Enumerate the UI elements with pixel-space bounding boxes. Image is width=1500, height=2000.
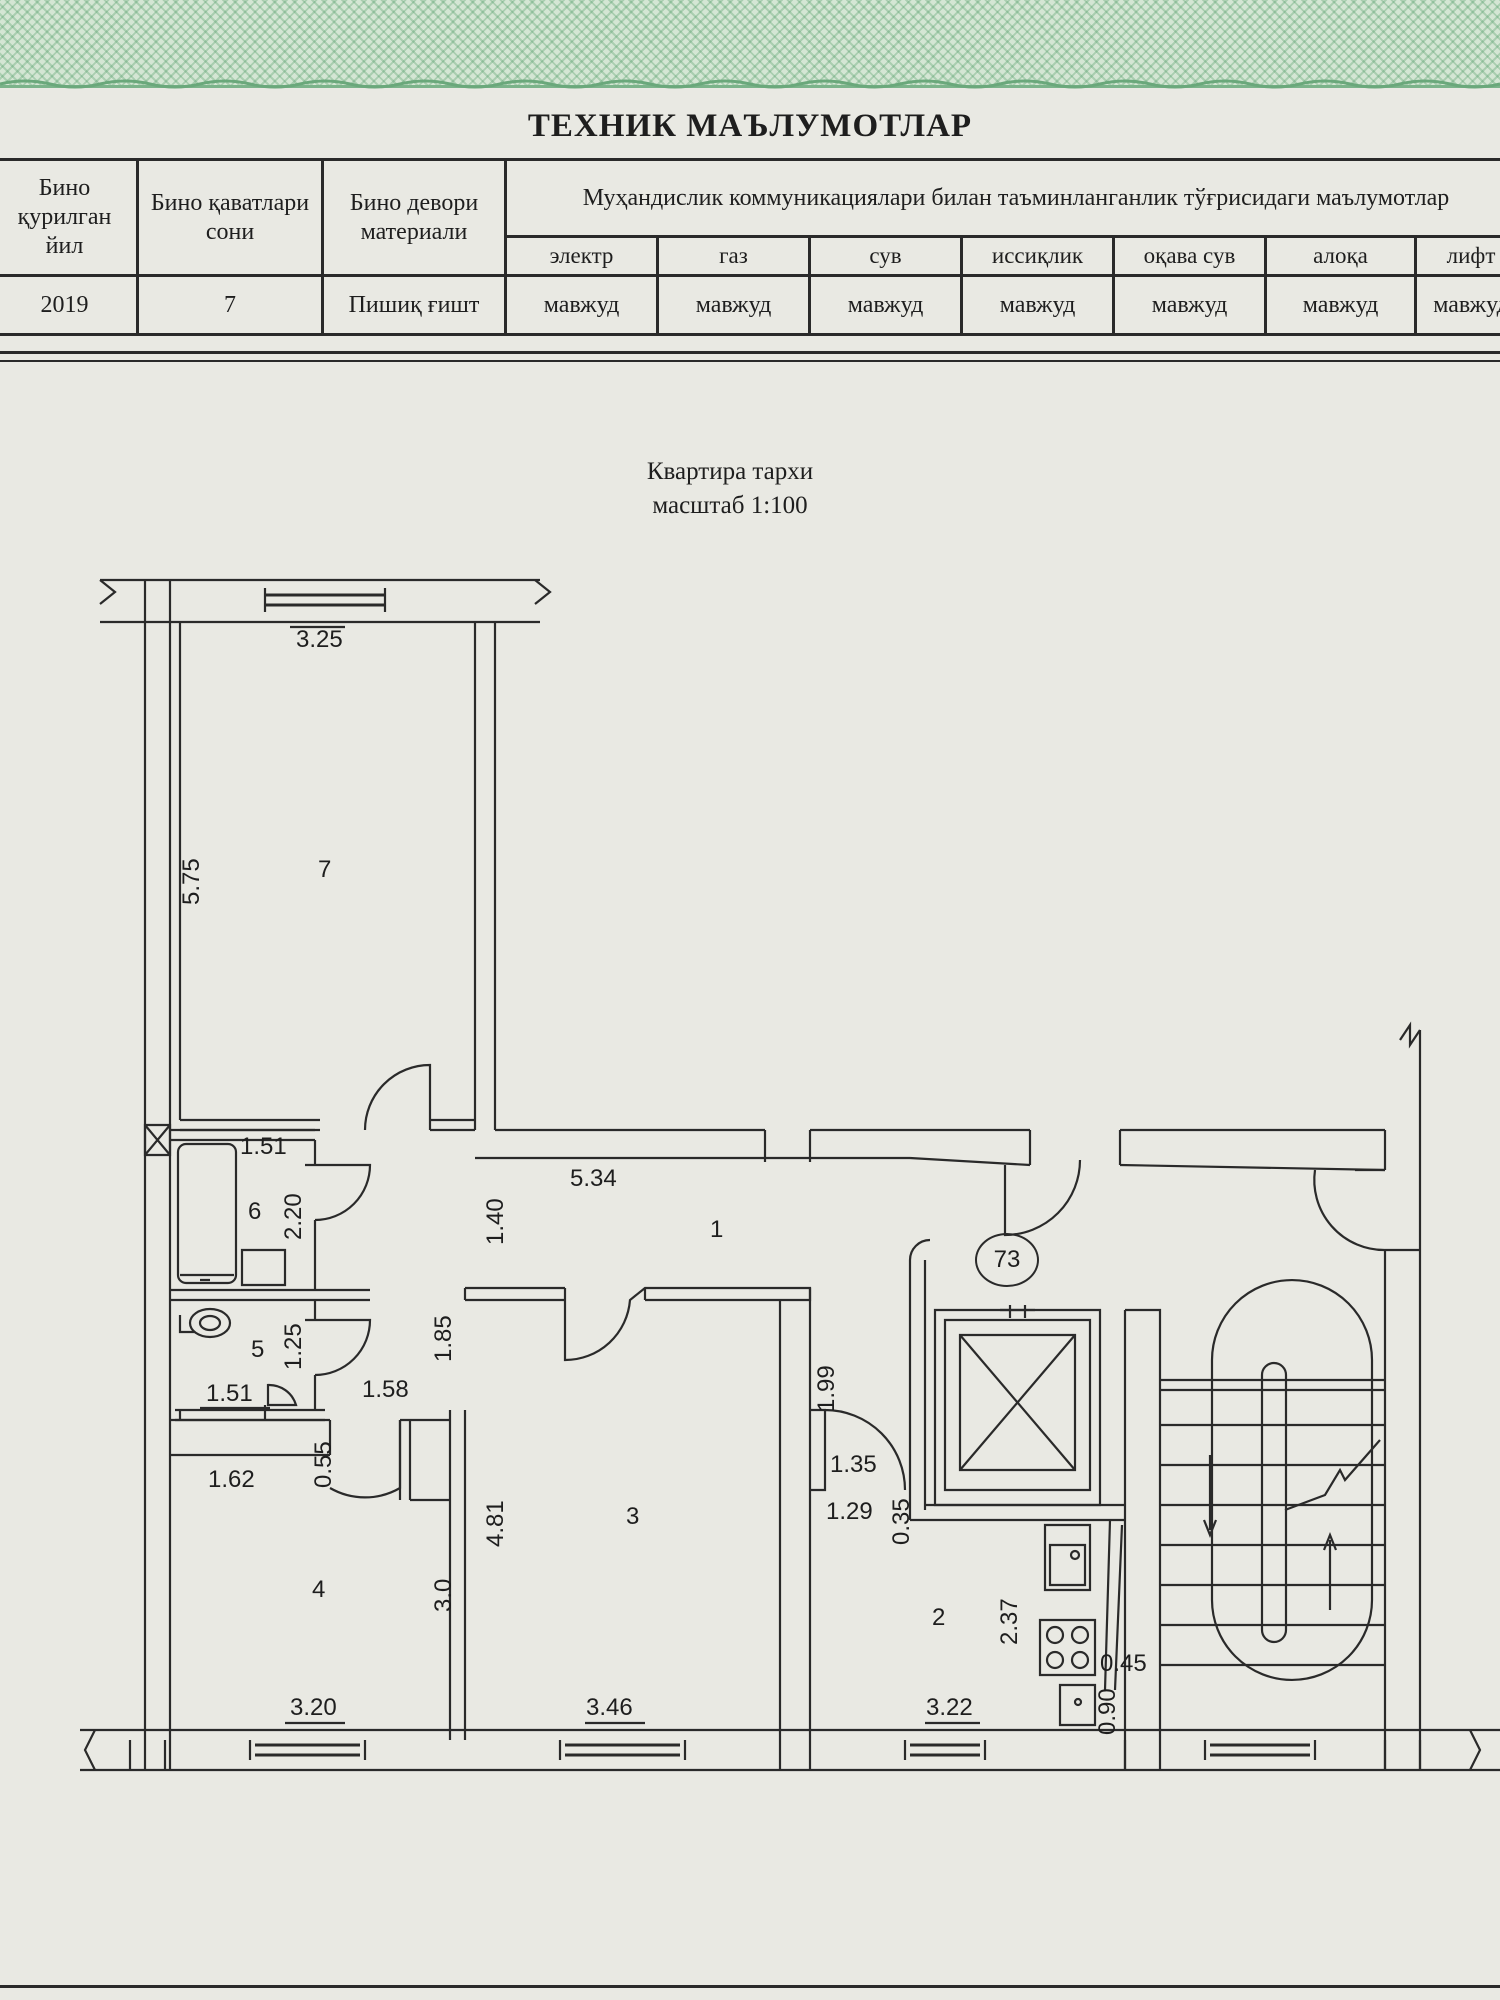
sub-telecom: алоқа bbox=[1264, 235, 1417, 277]
dim-corridor-length: 1.85 bbox=[430, 1315, 457, 1362]
dim-counter-length: 0.90 bbox=[1094, 1688, 1121, 1735]
value-heating: мавжуд bbox=[960, 274, 1115, 336]
value-sewage: мавжуд bbox=[1112, 274, 1267, 336]
value-gas: мавжуд bbox=[656, 274, 811, 336]
bottom-rule bbox=[0, 1985, 1500, 1988]
sub-electricity: электр bbox=[504, 235, 659, 277]
value-water: мавжуд bbox=[808, 274, 963, 336]
plan-top-rule-2 bbox=[0, 360, 1500, 362]
dim-room3-length: 4.81 bbox=[482, 1500, 509, 1547]
plan-title: Квартира тархи bbox=[646, 458, 814, 485]
sub-elevator: лифт bbox=[1413, 235, 1500, 277]
dim-hall-width: 1.40 bbox=[482, 1198, 509, 1245]
dim-pantry-depth: 0.55 bbox=[310, 1441, 337, 1488]
value-electricity: мавжуд bbox=[504, 274, 659, 336]
room-2-label: 2 bbox=[932, 1604, 946, 1631]
dim-bath-width: 1.51 bbox=[240, 1133, 287, 1160]
room-5-label: 5 bbox=[251, 1336, 265, 1363]
dim-kitchen-depth: 2.37 bbox=[996, 1598, 1023, 1645]
decorative-border-edge bbox=[0, 79, 1500, 89]
dim-wc-length: 1.25 bbox=[280, 1323, 307, 1370]
room-6-label: 6 bbox=[248, 1198, 262, 1225]
dim-room7-length: 5.75 bbox=[178, 858, 205, 905]
document-title: ТЕХНИК МАЪЛУМОТЛАР bbox=[527, 108, 973, 144]
dim-room4-length: 3.0 bbox=[430, 1578, 457, 1612]
plan-top-rule-1 bbox=[0, 351, 1500, 354]
sub-heating: иссиқлик bbox=[960, 235, 1115, 277]
room-1-label: 1 bbox=[710, 1216, 724, 1243]
dim-counter-depth: 0.45 bbox=[1100, 1650, 1147, 1677]
dim-kitchen-passage: 1.29 bbox=[826, 1498, 873, 1525]
dim-wall-offset: 0.35 bbox=[888, 1498, 915, 1545]
header-floors: Бино қаватлари сони bbox=[136, 158, 324, 277]
header-communications: Муҳандислик коммуникациялари билан таъми… bbox=[503, 158, 1500, 238]
plan-scale: масштаб 1:100 bbox=[652, 492, 808, 519]
room-4-label: 4 bbox=[312, 1576, 326, 1603]
header-build-year: Бино қурилган йил bbox=[0, 158, 139, 277]
room-3-label: 3 bbox=[626, 1503, 640, 1530]
value-build-year: 2019 bbox=[0, 274, 139, 336]
dim-room2-width: 3.22 bbox=[926, 1694, 973, 1721]
dim-room4-width: 3.20 bbox=[290, 1694, 337, 1721]
dim-door-width: 1.35 bbox=[830, 1451, 877, 1478]
room-7-label: 7 bbox=[318, 856, 332, 883]
dim-bath-length: 2.20 bbox=[280, 1193, 307, 1240]
dim-wc-width: 1.51 bbox=[206, 1380, 253, 1407]
value-telecom: мавжуд bbox=[1264, 274, 1417, 336]
dim-room7-width: 3.25 bbox=[296, 626, 343, 653]
sub-sewage: оқава сув bbox=[1112, 235, 1267, 277]
sub-gas: газ bbox=[656, 235, 811, 277]
header-wall-material: Бино девори материали bbox=[321, 158, 507, 277]
value-elevator: мавжуд bbox=[1413, 274, 1500, 336]
value-floors: 7 bbox=[136, 274, 324, 336]
floor-plan-drawing bbox=[80, 578, 1500, 1772]
sub-water: сув bbox=[808, 235, 963, 277]
dim-pantry-width: 1.62 bbox=[208, 1466, 255, 1493]
dim-room3-opening: 1.99 bbox=[813, 1365, 840, 1412]
dim-hall-length: 5.34 bbox=[570, 1165, 617, 1192]
value-wall-material: Пишиқ ғишт bbox=[321, 274, 507, 336]
decorative-border bbox=[0, 0, 1500, 88]
dim-room3-width: 3.46 bbox=[586, 1694, 633, 1721]
apartment-number-badge: 73 bbox=[975, 1233, 1039, 1287]
dim-corridor-width: 1.58 bbox=[362, 1376, 409, 1403]
technical-data-table: Бино қурилган йил Бино қаватлари сони Би… bbox=[0, 158, 1500, 336]
